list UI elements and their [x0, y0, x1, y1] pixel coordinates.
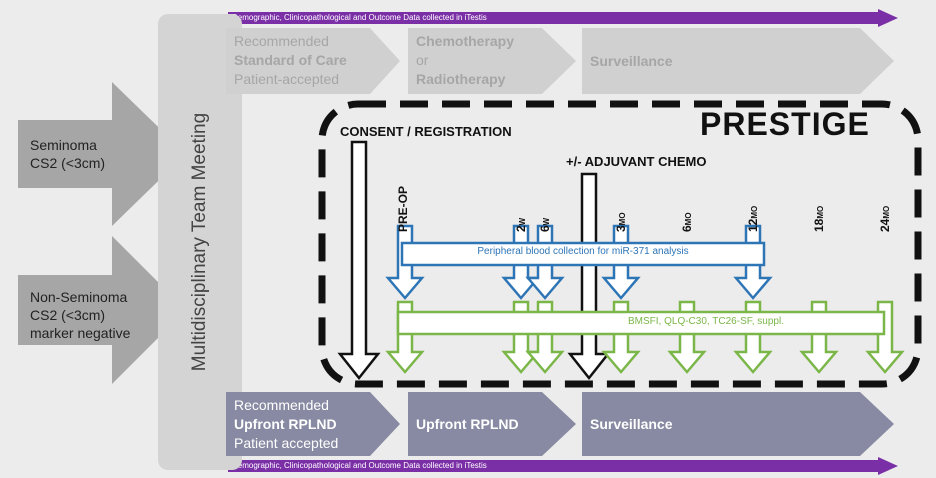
green-arrow-24mo — [865, 300, 905, 374]
timepoint-number: 18 — [812, 218, 826, 232]
timepoint-label: 6MO — [680, 212, 694, 232]
top-step1-line1: Recommended — [234, 33, 329, 49]
seminoma-label: Seminoma CS2 (<3cm) — [30, 136, 105, 172]
consent-arrow — [337, 140, 381, 381]
timepoint-number: 6 — [680, 225, 694, 232]
timepoint-label: PRE-OP — [396, 186, 410, 232]
non-seminoma-arrow — [18, 236, 186, 384]
bottom-banner-arrowhead — [878, 457, 898, 475]
consent-label: CONSENT / REGISTRATION — [340, 124, 512, 139]
green-arrow-18mo — [799, 300, 839, 374]
timepoint-label: 3MO — [614, 212, 628, 232]
green-arrow-12mo — [733, 300, 773, 374]
seminoma-line2: CS2 (<3cm) — [30, 155, 106, 171]
bottom-data-banner: Demographic, Clinicopathological and Out… — [228, 460, 878, 472]
non-seminoma-line3: marker negative — [30, 325, 131, 341]
prestige-title: PRESTIGE — [700, 106, 870, 142]
timepoint-number: 6 — [538, 225, 552, 232]
timepoint-label: 12MO — [746, 206, 760, 232]
top-banner-text: Demographic, Clinicopathological and Out… — [232, 13, 487, 22]
bottom-banner-text: Demographic, Clinicopathological and Out… — [232, 461, 487, 470]
timepoint-unit: MO — [684, 212, 693, 226]
bottom-chevron-2 — [542, 392, 576, 456]
non-seminoma-label: Non-Seminoma CS2 (<3cm) marker negative — [30, 288, 130, 342]
top-data-banner: Demographic, Clinicopathological and Out… — [228, 12, 878, 24]
top-step1-line2: Standard of Care — [234, 52, 347, 68]
bottom-step-surveillance: Surveillance — [582, 392, 860, 456]
questionnaire-label: BMSFI, QLQ-C30, TC26-SF, suppl. — [628, 316, 784, 327]
top-step2-line1: Chemotherapy — [416, 33, 515, 49]
timepoint-number: PRE-OP — [396, 185, 410, 232]
top-step2-line3: Radiotherapy — [416, 71, 506, 87]
bottom-step-recommended-rplnd: Recommended Upfront RPLND Patient accept… — [226, 392, 370, 456]
top-step3-label: Surveillance — [590, 53, 673, 69]
green-arrow-preop — [385, 300, 425, 374]
top-chevron-2 — [542, 28, 576, 94]
left-arrows — [18, 82, 186, 384]
timepoint-unit: MO — [750, 205, 759, 219]
bottom-step2-label: Upfront RPLND — [416, 416, 519, 432]
top-chevron-3 — [860, 28, 894, 94]
adjuvant-label: +/- ADJUVANT CHEMO — [566, 154, 707, 169]
timepoint-label: 24MO — [878, 206, 892, 232]
bottom-step1-line2: Upfront RPLND — [234, 416, 337, 432]
timepoint-number: 24 — [878, 218, 892, 232]
timepoint-unit: W — [518, 217, 527, 226]
green-arrow-6w — [525, 300, 565, 374]
timepoint-number: 2 — [514, 225, 528, 232]
green-arrow-6mo — [667, 300, 707, 374]
top-step2-line2: or — [416, 52, 429, 68]
top-step-standard-of-care: Recommended Standard of Care Patient-acc… — [226, 28, 370, 94]
bottom-step-upfront-rplnd: Upfront RPLND — [408, 392, 542, 456]
top-chevron-1 — [370, 28, 400, 94]
timepoint-label: 2W — [514, 218, 528, 232]
timepoint-number: 12 — [746, 218, 760, 232]
top-step-surveillance: Surveillance — [582, 28, 860, 94]
bottom-step1-line1: Recommended — [234, 397, 329, 413]
timepoint-unit: MO — [618, 212, 627, 226]
seminoma-arrow — [18, 82, 186, 226]
prestige-dashed-border — [318, 100, 922, 388]
bottom-step1-line3: Patient accepted — [234, 435, 339, 451]
questionnaire-bar — [396, 310, 886, 336]
seminoma-line1: Seminoma — [30, 137, 97, 153]
blood-collection-bar — [400, 241, 766, 267]
timepoint-number: 3 — [614, 225, 628, 232]
timepoint-unit: W — [542, 217, 551, 226]
blood-collection-label: Peripheral blood collection for miR-371 … — [477, 246, 689, 257]
bottom-chevron-3 — [860, 392, 894, 456]
top-step1-line3: Patient-accepted — [234, 71, 340, 87]
non-seminoma-line1: Non-Seminoma — [30, 289, 128, 305]
green-arrow-3mo — [601, 300, 641, 374]
top-banner-arrowhead — [878, 9, 898, 27]
timepoint-label: 6W — [538, 218, 552, 232]
bottom-step3-label: Surveillance — [590, 416, 673, 432]
bottom-chevron-1 — [370, 392, 400, 456]
adjuvant-arrow — [567, 172, 611, 381]
timepoint-unit: MO — [816, 205, 825, 219]
non-seminoma-line2: CS2 (<3cm) — [30, 307, 106, 323]
timepoint-unit: MO — [882, 205, 891, 219]
top-step-chemo-radio: Chemotherapy or Radiotherapy — [408, 28, 542, 94]
timepoint-label: 18MO — [812, 206, 826, 232]
